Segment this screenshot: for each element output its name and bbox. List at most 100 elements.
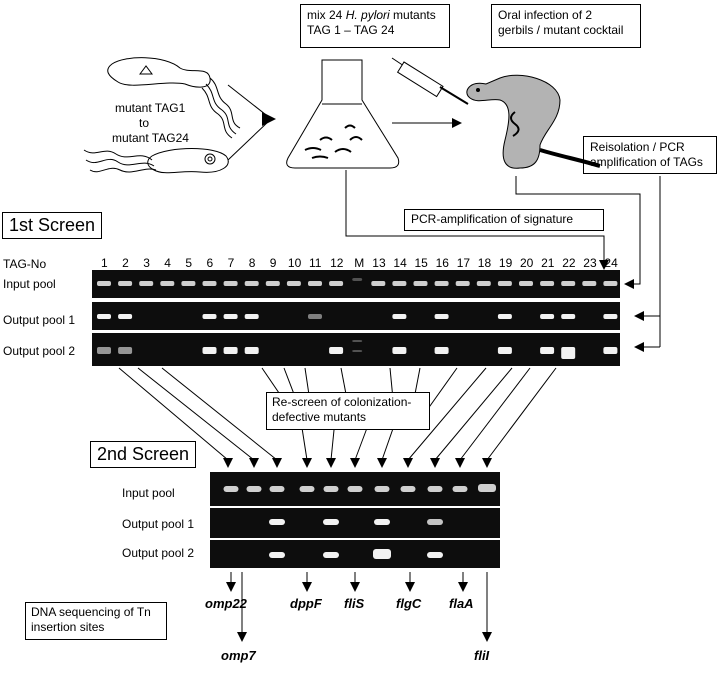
second-output2-gel bbox=[210, 540, 500, 568]
gel-band bbox=[497, 281, 512, 286]
lane-number: 13 bbox=[372, 256, 386, 270]
gel-band bbox=[269, 486, 285, 492]
flask-icon bbox=[286, 59, 400, 169]
dna-line2: insertion sites bbox=[31, 620, 105, 634]
pcr-amplification-box: PCR-amplification of signature bbox=[404, 209, 604, 231]
gene-fliS: fliS bbox=[344, 596, 365, 611]
gel-band bbox=[244, 314, 259, 319]
gel-band bbox=[561, 347, 576, 359]
gene-omp22: omp22 bbox=[205, 596, 247, 611]
gel-band bbox=[392, 314, 407, 319]
gel-band bbox=[329, 281, 344, 286]
lane-number: 22 bbox=[562, 256, 576, 270]
rescreen-line2: defective mutants bbox=[272, 410, 367, 424]
gel-band bbox=[223, 486, 239, 492]
gel-band bbox=[244, 281, 259, 286]
gel-band bbox=[603, 347, 618, 354]
gel-band bbox=[97, 281, 111, 286]
second-output1-gel bbox=[210, 508, 500, 538]
tag-range-text: TAG 1 – TAG 24 bbox=[307, 23, 395, 37]
gene-omp7: omp7 bbox=[221, 648, 256, 663]
gel-band bbox=[392, 347, 407, 354]
gel-band bbox=[202, 281, 217, 286]
gel-band bbox=[265, 281, 280, 286]
tag-no-label: TAG-No bbox=[3, 257, 47, 271]
gel-band bbox=[400, 486, 416, 492]
lane-number: 16 bbox=[435, 256, 449, 270]
gel-band bbox=[373, 549, 391, 559]
gel-band bbox=[223, 281, 238, 286]
gerbil-icon bbox=[466, 74, 601, 169]
infection-line2: gerbils / mutant cocktail bbox=[498, 23, 624, 37]
gel-band bbox=[427, 552, 443, 558]
lane-number: 11 bbox=[309, 256, 322, 270]
gel-band bbox=[223, 314, 238, 319]
reisolation-box: Reisolation / PCR amplification of TAGs bbox=[583, 136, 717, 174]
first-output-pool1-label: Output pool 1 bbox=[3, 313, 76, 327]
gel-band bbox=[246, 486, 262, 492]
gel-band bbox=[323, 486, 339, 492]
gel-band bbox=[478, 484, 496, 492]
gel-band bbox=[540, 281, 555, 286]
gel-band bbox=[540, 314, 555, 319]
rescreen-line1: Re-screen of colonization- bbox=[272, 395, 412, 409]
gel-band bbox=[427, 486, 443, 492]
dna-sequencing-box: DNA sequencing of Tn insertion sites bbox=[25, 602, 167, 640]
gel-band bbox=[323, 519, 339, 525]
bacterium-top-icon bbox=[107, 57, 241, 139]
lane-number: 5 bbox=[185, 256, 193, 270]
mix-mutants-box: mix 24 H. pylori mutants TAG 1 – TAG 24 bbox=[300, 4, 450, 48]
mix-text-b: mutants bbox=[389, 8, 436, 22]
gel-band bbox=[299, 486, 315, 492]
reisolation-line1: Reisolation / PCR bbox=[590, 140, 685, 154]
lane-number: 21 bbox=[541, 256, 555, 270]
gel-band bbox=[223, 347, 238, 354]
second-input-pool-label: Input pool bbox=[122, 486, 175, 500]
gel-band bbox=[561, 281, 576, 286]
lane-number: 2 bbox=[122, 256, 129, 270]
lane-number: 10 bbox=[287, 256, 302, 270]
second-output-pool2-label: Output pool 2 bbox=[122, 546, 195, 560]
gel-band bbox=[497, 347, 512, 354]
dna-line1: DNA sequencing of Tn bbox=[31, 605, 151, 619]
gel-band bbox=[202, 314, 217, 319]
gel-band bbox=[269, 552, 285, 558]
gel-band bbox=[561, 314, 576, 319]
first-output2-gel bbox=[92, 333, 620, 366]
gel-band bbox=[118, 347, 133, 354]
mutant-tag24-label: mutant TAG24 bbox=[112, 131, 189, 145]
gel-band bbox=[455, 281, 470, 286]
first-screen-title: 1st Screen bbox=[2, 212, 103, 239]
gel-band bbox=[352, 350, 363, 352]
syringe-icon bbox=[391, 57, 469, 105]
gel-band bbox=[286, 281, 301, 286]
lane-number: 14 bbox=[393, 256, 407, 270]
gel-band bbox=[97, 314, 111, 319]
gel-band bbox=[434, 314, 449, 319]
gene-fliI: fliI bbox=[474, 648, 490, 663]
gel-band bbox=[118, 314, 133, 319]
first-input-pool-label: Input pool bbox=[3, 277, 56, 291]
lane-number: 17 bbox=[456, 256, 471, 270]
gel-band bbox=[427, 519, 443, 525]
lane-number: 3 bbox=[143, 256, 150, 270]
gel-band bbox=[519, 281, 533, 286]
first-output-pool2-label: Output pool 2 bbox=[3, 344, 76, 358]
gel-band bbox=[540, 347, 555, 354]
oral-infection-box: Oral infection of 2 gerbils / mutant coc… bbox=[491, 4, 641, 48]
mix-text-a: mix 24 bbox=[307, 8, 346, 22]
lane-number: 15 bbox=[414, 256, 428, 270]
gel-band bbox=[476, 281, 491, 286]
gel-band bbox=[244, 347, 259, 354]
gel-band bbox=[347, 486, 363, 492]
infection-line1: Oral infection of 2 bbox=[498, 8, 593, 22]
gel-band bbox=[392, 281, 407, 286]
second-screen-title: 2nd Screen bbox=[90, 441, 197, 468]
lane-number: 19 bbox=[498, 256, 513, 270]
gel-band bbox=[160, 281, 175, 286]
lane-number: M bbox=[354, 256, 365, 270]
second-output-pool1-label: Output pool 1 bbox=[122, 517, 195, 531]
reisolation-line2: amplification of TAGs bbox=[590, 155, 703, 169]
